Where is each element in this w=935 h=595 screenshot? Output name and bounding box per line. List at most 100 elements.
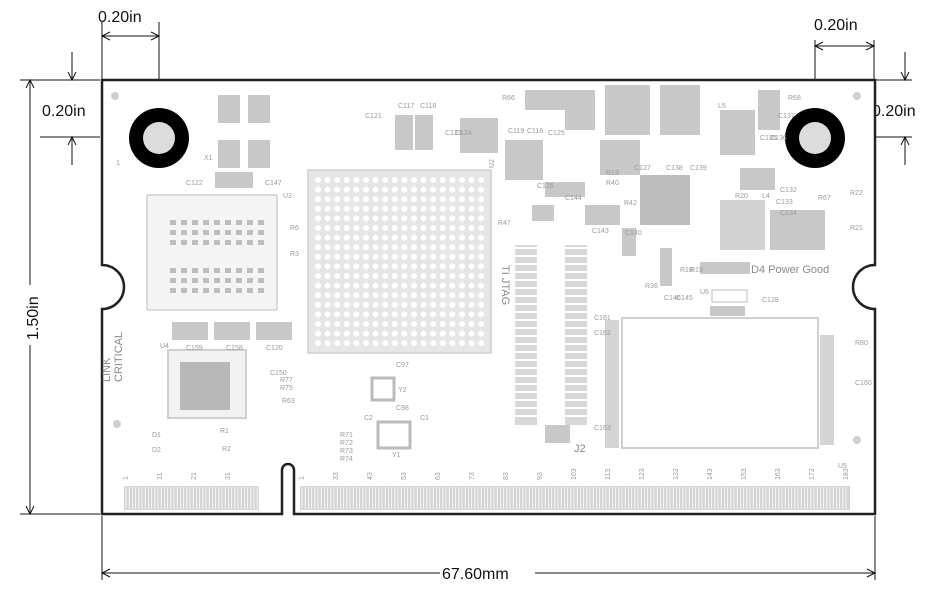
bga-ball <box>391 244 398 251</box>
bga-ball <box>401 321 408 327</box>
bga-ball <box>449 215 456 222</box>
edge-pin-label: 163 <box>775 468 782 480</box>
memory-pad <box>181 278 187 283</box>
bga-ball <box>372 215 379 222</box>
bga-ball <box>459 186 465 193</box>
bga-ball <box>430 196 437 203</box>
bga-ball <box>468 330 475 337</box>
bga-ball <box>382 311 389 318</box>
bga-ball <box>353 273 360 279</box>
bga-ball <box>449 196 456 203</box>
memory-pad <box>258 268 264 273</box>
memory-pad <box>258 220 264 225</box>
bga-ball <box>334 234 341 241</box>
refdes-label: C123 <box>445 130 462 137</box>
memory-pad <box>203 288 209 293</box>
bga-ball <box>468 282 475 289</box>
bga-ball <box>468 225 475 231</box>
logo-line-1: CRITICAL <box>113 332 125 382</box>
refdes-label: R20 <box>735 193 748 200</box>
memory-pad <box>236 288 242 293</box>
memory-pad <box>170 268 176 273</box>
bga-ball <box>411 311 417 318</box>
refdes-label: C127 <box>634 165 651 172</box>
bga-ball <box>459 340 465 347</box>
bga-ball <box>343 196 350 203</box>
bga-ball <box>391 292 398 299</box>
edge-pin-label: 113 <box>605 469 612 480</box>
bga-ball <box>382 321 389 327</box>
bga-ball <box>353 282 360 289</box>
refdes-label: C1 <box>420 415 429 422</box>
bga-ball <box>430 273 437 279</box>
memory-pad <box>203 240 209 245</box>
refdes-label: R47 <box>498 220 511 227</box>
bga-ball <box>459 330 465 337</box>
bga-ball <box>382 186 389 193</box>
bga-ball <box>439 205 446 212</box>
bga-ball <box>315 330 321 337</box>
bga-ball <box>420 205 427 212</box>
bga-ball <box>439 244 446 251</box>
bga-ball <box>468 205 475 212</box>
bga-ball <box>439 177 446 183</box>
bga-ball <box>334 321 341 327</box>
bga-ball <box>391 205 398 212</box>
bga-ball <box>343 330 350 337</box>
bga-ball <box>372 253 379 260</box>
bga-ball <box>468 196 475 203</box>
bga-ball <box>363 196 369 203</box>
refdes-label: R19 <box>690 267 703 274</box>
memory-pad <box>214 230 220 235</box>
bga-ball <box>420 340 427 347</box>
j2-label: J2 <box>574 443 586 455</box>
bga-ball <box>324 282 331 289</box>
bga-ball <box>334 282 341 289</box>
memory-pad <box>214 278 220 283</box>
bga-ball <box>315 225 321 231</box>
bga-ball <box>391 311 398 318</box>
bga-ball <box>324 234 331 241</box>
bga-ball <box>420 292 427 299</box>
bga-ball <box>478 215 485 222</box>
bga-ball <box>363 215 369 222</box>
refdes-label: C143 <box>592 228 609 235</box>
refdes-label: R77 <box>280 377 293 384</box>
bga-ball <box>324 186 331 193</box>
chip-label-u2: U2 <box>489 159 496 168</box>
edge-pin-label: 1 <box>123 476 130 480</box>
memory-pad <box>214 288 220 293</box>
bga-ball <box>334 177 341 183</box>
bga-ball <box>324 311 331 318</box>
edge-pin-label: 143 <box>707 468 714 480</box>
chip-label-u5: U5 <box>838 463 847 470</box>
memory-pad <box>225 278 231 283</box>
bga-ball <box>449 282 456 289</box>
bga-ball <box>420 301 427 308</box>
bga-ball <box>459 292 465 299</box>
dim-board-width-label: 67.60mm <box>442 566 509 583</box>
chip-label-u6: U6 <box>700 289 709 296</box>
memory-pad <box>225 268 231 273</box>
bga-ball <box>468 340 475 347</box>
bga-ball <box>439 234 446 241</box>
bga-ball <box>468 292 475 299</box>
edge-pin-label: 63 <box>435 472 442 480</box>
refdes-label: C133 <box>776 199 793 206</box>
memory-pad <box>225 220 231 225</box>
dim-top-right-label: 0.20in <box>814 17 858 34</box>
bga-ball <box>343 263 350 270</box>
bga-ball <box>315 186 321 193</box>
refdes-label: C162 <box>594 330 611 337</box>
bga-ball <box>382 253 389 260</box>
edge-pin-label: 173 <box>809 468 816 480</box>
bga-ball <box>315 273 321 279</box>
bga-ball <box>391 253 398 260</box>
memory-pad <box>258 288 264 293</box>
refdes-label: R66 <box>502 95 515 102</box>
bga-ball <box>401 253 408 260</box>
bga-ball <box>343 340 350 347</box>
refdes-label: R68 <box>788 95 801 102</box>
bga-ball <box>343 273 350 279</box>
